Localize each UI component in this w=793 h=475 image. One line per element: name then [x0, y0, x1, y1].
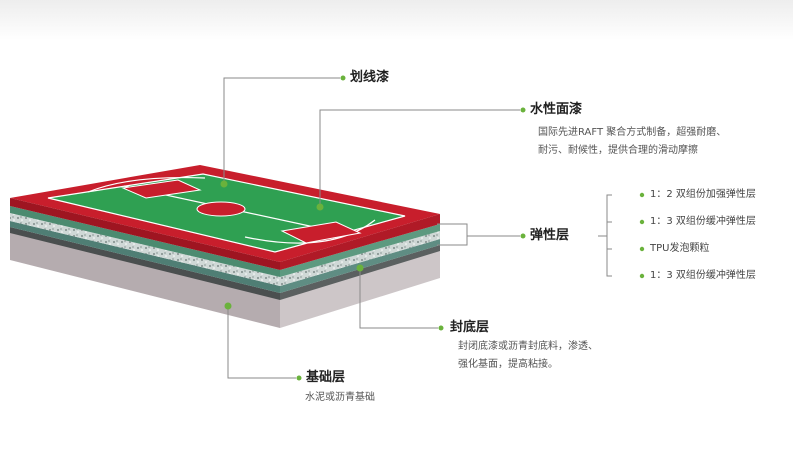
- topcoat-label: 水性面漆: [530, 102, 583, 117]
- base-desc: 水泥或沥青基础: [305, 392, 375, 403]
- marking-paint-label: 划线漆: [350, 70, 390, 85]
- leader-lines: [223, 77, 612, 379]
- primer-desc-1: 封闭底漆或沥青封底料，渗透、: [458, 341, 598, 352]
- top-band: [0, 0, 793, 40]
- base-label: 基础层: [306, 370, 346, 385]
- elastic-label: 弹性层: [530, 228, 570, 243]
- court-surface: [10, 165, 440, 270]
- elastic-item: TPU发泡颗粒: [650, 243, 710, 254]
- elastic-item: 1：3 双组份缓冲弹性层: [650, 216, 756, 227]
- elastic-item: 1：2 双组份加强弹性层: [650, 189, 756, 200]
- elastic-item: 1：3 双组份缓冲弹性层: [650, 270, 756, 281]
- topcoat-desc-1: 国际先进RAFT 聚合方式制备，超强耐磨、: [538, 127, 727, 138]
- marker-dots: [220, 75, 645, 381]
- elastic-layer-graphic: [10, 206, 440, 293]
- topcoat-desc-2: 耐污、耐候性，提供合理的滑动摩擦: [538, 145, 698, 156]
- primer-desc-2: 强化基面，提高粘接。: [458, 359, 558, 370]
- primer-label: 封底层: [450, 320, 490, 335]
